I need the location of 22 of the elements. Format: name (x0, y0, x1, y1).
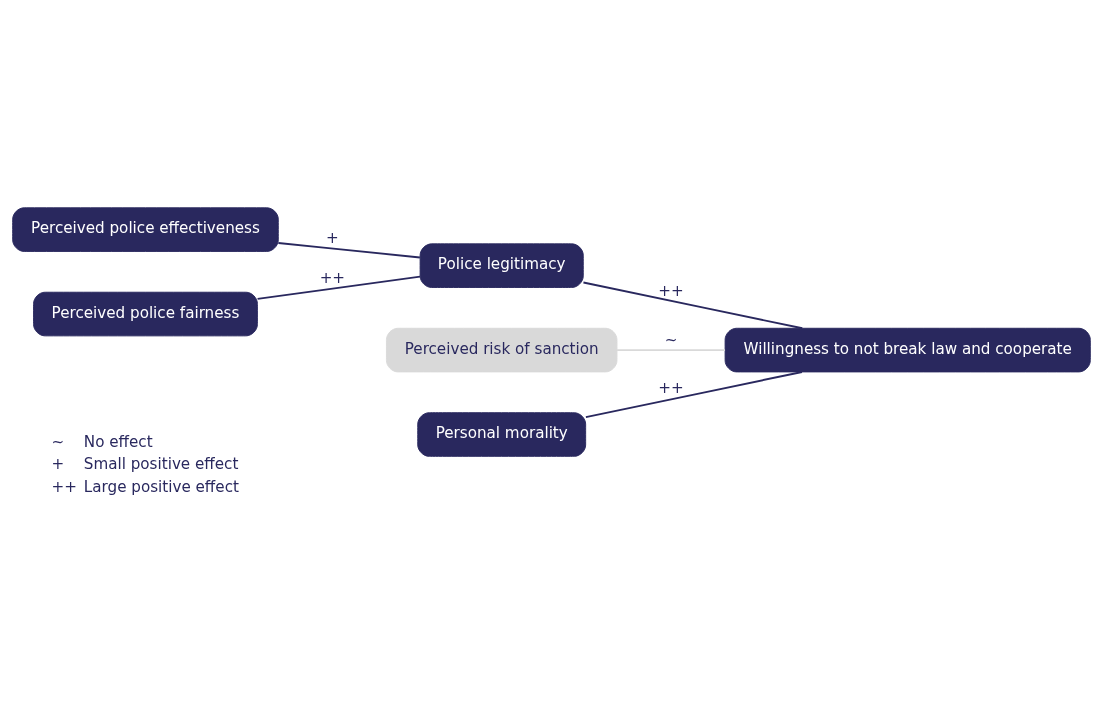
connector (277, 242, 421, 259)
connector (582, 281, 804, 330)
edge-label: ++ (658, 281, 684, 300)
edge-label: ~ (664, 331, 678, 350)
node-box: Perceived risk of sanction (385, 327, 618, 373)
edge-label: ++ (658, 378, 684, 397)
connector (584, 371, 803, 419)
node-box: Willingness to not break law and cooperate (724, 327, 1091, 373)
label: + (51, 455, 65, 474)
label: ++ (51, 478, 77, 497)
label: Small positive effect (83, 455, 239, 474)
connector (616, 349, 726, 352)
label: ~ (51, 432, 65, 451)
node-box: Perceived police effectiveness (12, 207, 279, 252)
node-box: Perceived police fairness (33, 291, 258, 337)
edge-label: ++ (319, 268, 346, 287)
node-box: Personal morality (417, 412, 587, 457)
label: No effect (83, 432, 153, 451)
node-box: Police legitimacy (419, 243, 584, 288)
edge-label: + (326, 228, 339, 247)
connector (256, 275, 422, 300)
label: Large positive effect (83, 478, 239, 497)
